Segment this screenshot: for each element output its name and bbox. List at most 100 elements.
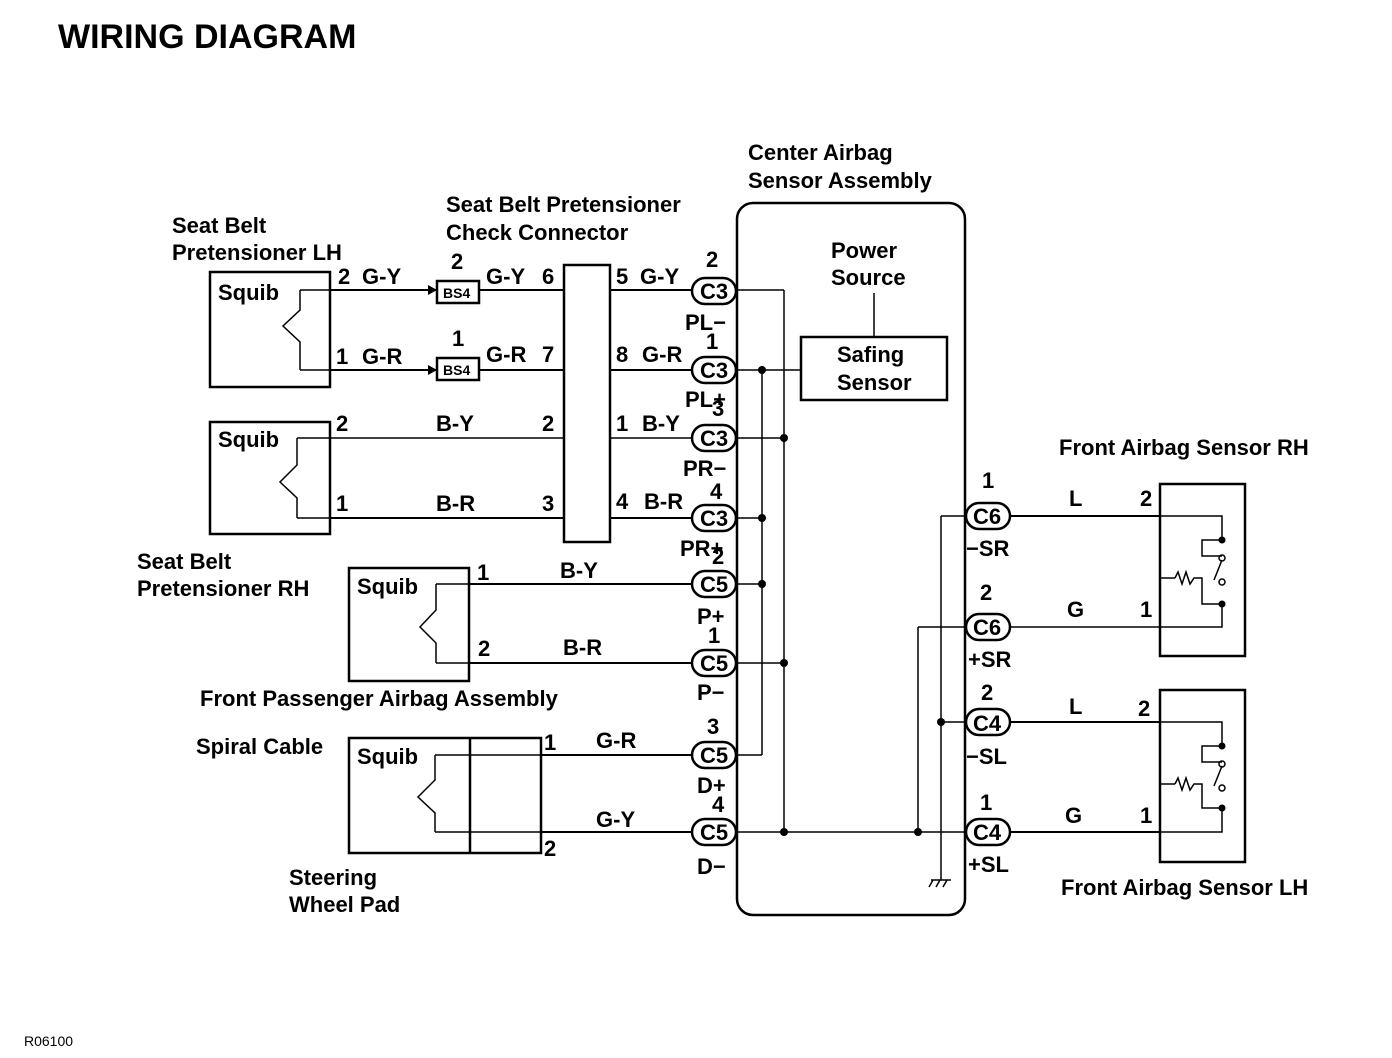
svg-text:BS4: BS4 (443, 285, 470, 301)
svg-text:Squib: Squib (357, 744, 418, 769)
svg-text:B-Y: B-Y (436, 411, 474, 436)
svg-text:1: 1 (336, 344, 348, 369)
page-title: WIRING DIAGRAM (58, 18, 356, 56)
svg-text:1: 1 (616, 411, 628, 436)
svg-text:G-R: G-R (596, 728, 636, 753)
svg-text:8: 8 (616, 342, 628, 367)
label-steering-pad: Steering Wheel Pad (289, 865, 400, 917)
squib-steering: Squib (347, 736, 543, 855)
svg-text:1: 1 (336, 491, 348, 516)
svg-text:B-R: B-R (436, 491, 475, 516)
svg-text:PR−: PR− (683, 456, 726, 481)
label-front-passenger: Front Passenger Airbag Assembly (200, 686, 559, 711)
svg-text:+SR: +SR (968, 647, 1012, 672)
svg-text:PL+: PL+ (685, 387, 726, 412)
svg-text:Squib: Squib (218, 427, 279, 452)
svg-text:C3: C3 (700, 426, 728, 451)
svg-text:2: 2 (980, 580, 992, 605)
right-wire-labels: 1 C6 −SR L 2 2 C6 +SR G 1 2 C4 −SL L 2 1… (966, 468, 1152, 877)
svg-text:G: G (1067, 597, 1084, 622)
wire-labels: 2 G-Y 2 G-Y 6 5 G-Y 2 C3 PL− 1 G-R 1 G-R… (336, 247, 728, 879)
svg-text:C3: C3 (700, 279, 728, 304)
svg-text:6: 6 (542, 264, 554, 289)
svg-text:7: 7 (542, 342, 554, 367)
svg-text:BS4: BS4 (443, 362, 470, 378)
svg-text:2: 2 (706, 247, 718, 272)
svg-text:G-R: G-R (642, 342, 682, 367)
svg-text:5: 5 (616, 264, 628, 289)
svg-text:G-Y: G-Y (596, 807, 635, 832)
svg-text:1: 1 (544, 730, 556, 755)
squib-pretensioner-rh-lower: Squib (208, 420, 332, 536)
svg-text:2: 2 (338, 264, 350, 289)
svg-text:1: 1 (452, 326, 464, 351)
center-internal-wiring (736, 289, 966, 888)
svg-text:4: 4 (712, 792, 725, 817)
svg-text:2: 2 (542, 411, 554, 436)
svg-text:C3: C3 (700, 358, 728, 383)
svg-text:G-Y: G-Y (640, 264, 679, 289)
svg-text:C6: C6 (973, 504, 1001, 529)
svg-text:3: 3 (712, 396, 724, 421)
svg-text:G-Y: G-Y (486, 264, 525, 289)
check-connector-body (562, 263, 612, 544)
svg-text:2: 2 (981, 680, 993, 705)
squib-front-passenger: Squib (347, 566, 471, 683)
svg-text:Squib: Squib (218, 280, 279, 305)
label-safing-sensor: Safing Sensor (837, 342, 912, 395)
svg-text:3: 3 (707, 714, 719, 739)
svg-text:G-R: G-R (362, 344, 402, 369)
svg-text:P−: P− (697, 680, 725, 705)
label-spiral-cable: Spiral Cable (196, 734, 323, 759)
svg-text:1: 1 (1140, 597, 1152, 622)
bs4-bottom: BS4 (435, 356, 481, 382)
bs4-top: BS4 (435, 279, 481, 305)
squib-lh: Squib (208, 270, 332, 389)
svg-text:C5: C5 (700, 820, 728, 845)
svg-text:D+: D+ (697, 773, 726, 798)
svg-text:G: G (1065, 803, 1082, 828)
svg-text:P+: P+ (697, 604, 725, 629)
svg-text:1: 1 (706, 329, 718, 354)
svg-text:G-Y: G-Y (362, 264, 401, 289)
svg-text:2: 2 (336, 411, 348, 436)
svg-text:1: 1 (982, 468, 994, 493)
svg-text:4: 4 (710, 479, 723, 504)
svg-text:B-Y: B-Y (560, 558, 598, 583)
svg-text:L: L (1069, 486, 1082, 511)
svg-text:2: 2 (451, 249, 463, 274)
svg-text:C4: C4 (973, 711, 1002, 736)
figure-code: R06100 (24, 1033, 73, 1049)
svg-text:D−: D− (697, 854, 726, 879)
svg-text:2: 2 (478, 636, 490, 661)
svg-text:Squib: Squib (357, 574, 418, 599)
label-check-connector: Seat Belt Pretensioner Check Connector (446, 192, 687, 245)
svg-text:1: 1 (980, 790, 992, 815)
svg-text:3: 3 (542, 491, 554, 516)
label-front-sensor-rh: Front Airbag Sensor RH (1059, 435, 1309, 460)
front-sensor-lh (1158, 688, 1247, 864)
svg-text:2: 2 (712, 544, 724, 569)
label-center-sensor: Center Airbag Sensor Assembly (748, 140, 933, 193)
svg-text:L: L (1069, 694, 1082, 719)
svg-text:B-Y: B-Y (642, 411, 680, 436)
center-sensor-body (735, 201, 967, 917)
svg-text:2: 2 (1140, 486, 1152, 511)
svg-text:PR+: PR+ (680, 536, 723, 561)
front-sensor-rh (1158, 482, 1247, 658)
svg-text:G-R: G-R (486, 342, 526, 367)
svg-text:1: 1 (477, 560, 489, 585)
svg-text:−SL: −SL (966, 744, 1007, 769)
svg-text:C6: C6 (973, 615, 1001, 640)
svg-text:C5: C5 (700, 743, 728, 768)
svg-text:4: 4 (616, 489, 629, 514)
svg-text:−SR: −SR (966, 536, 1010, 561)
label-pretensioner-lh: Seat Belt Pretensioner LH (172, 213, 342, 265)
label-front-sensor-lh: Front Airbag Sensor LH (1061, 875, 1308, 900)
svg-text:1: 1 (1140, 803, 1152, 828)
svg-text:C4: C4 (973, 820, 1002, 845)
svg-text:B-R: B-R (563, 635, 602, 660)
svg-text:+SL: +SL (968, 852, 1009, 877)
svg-text:2: 2 (544, 836, 556, 861)
